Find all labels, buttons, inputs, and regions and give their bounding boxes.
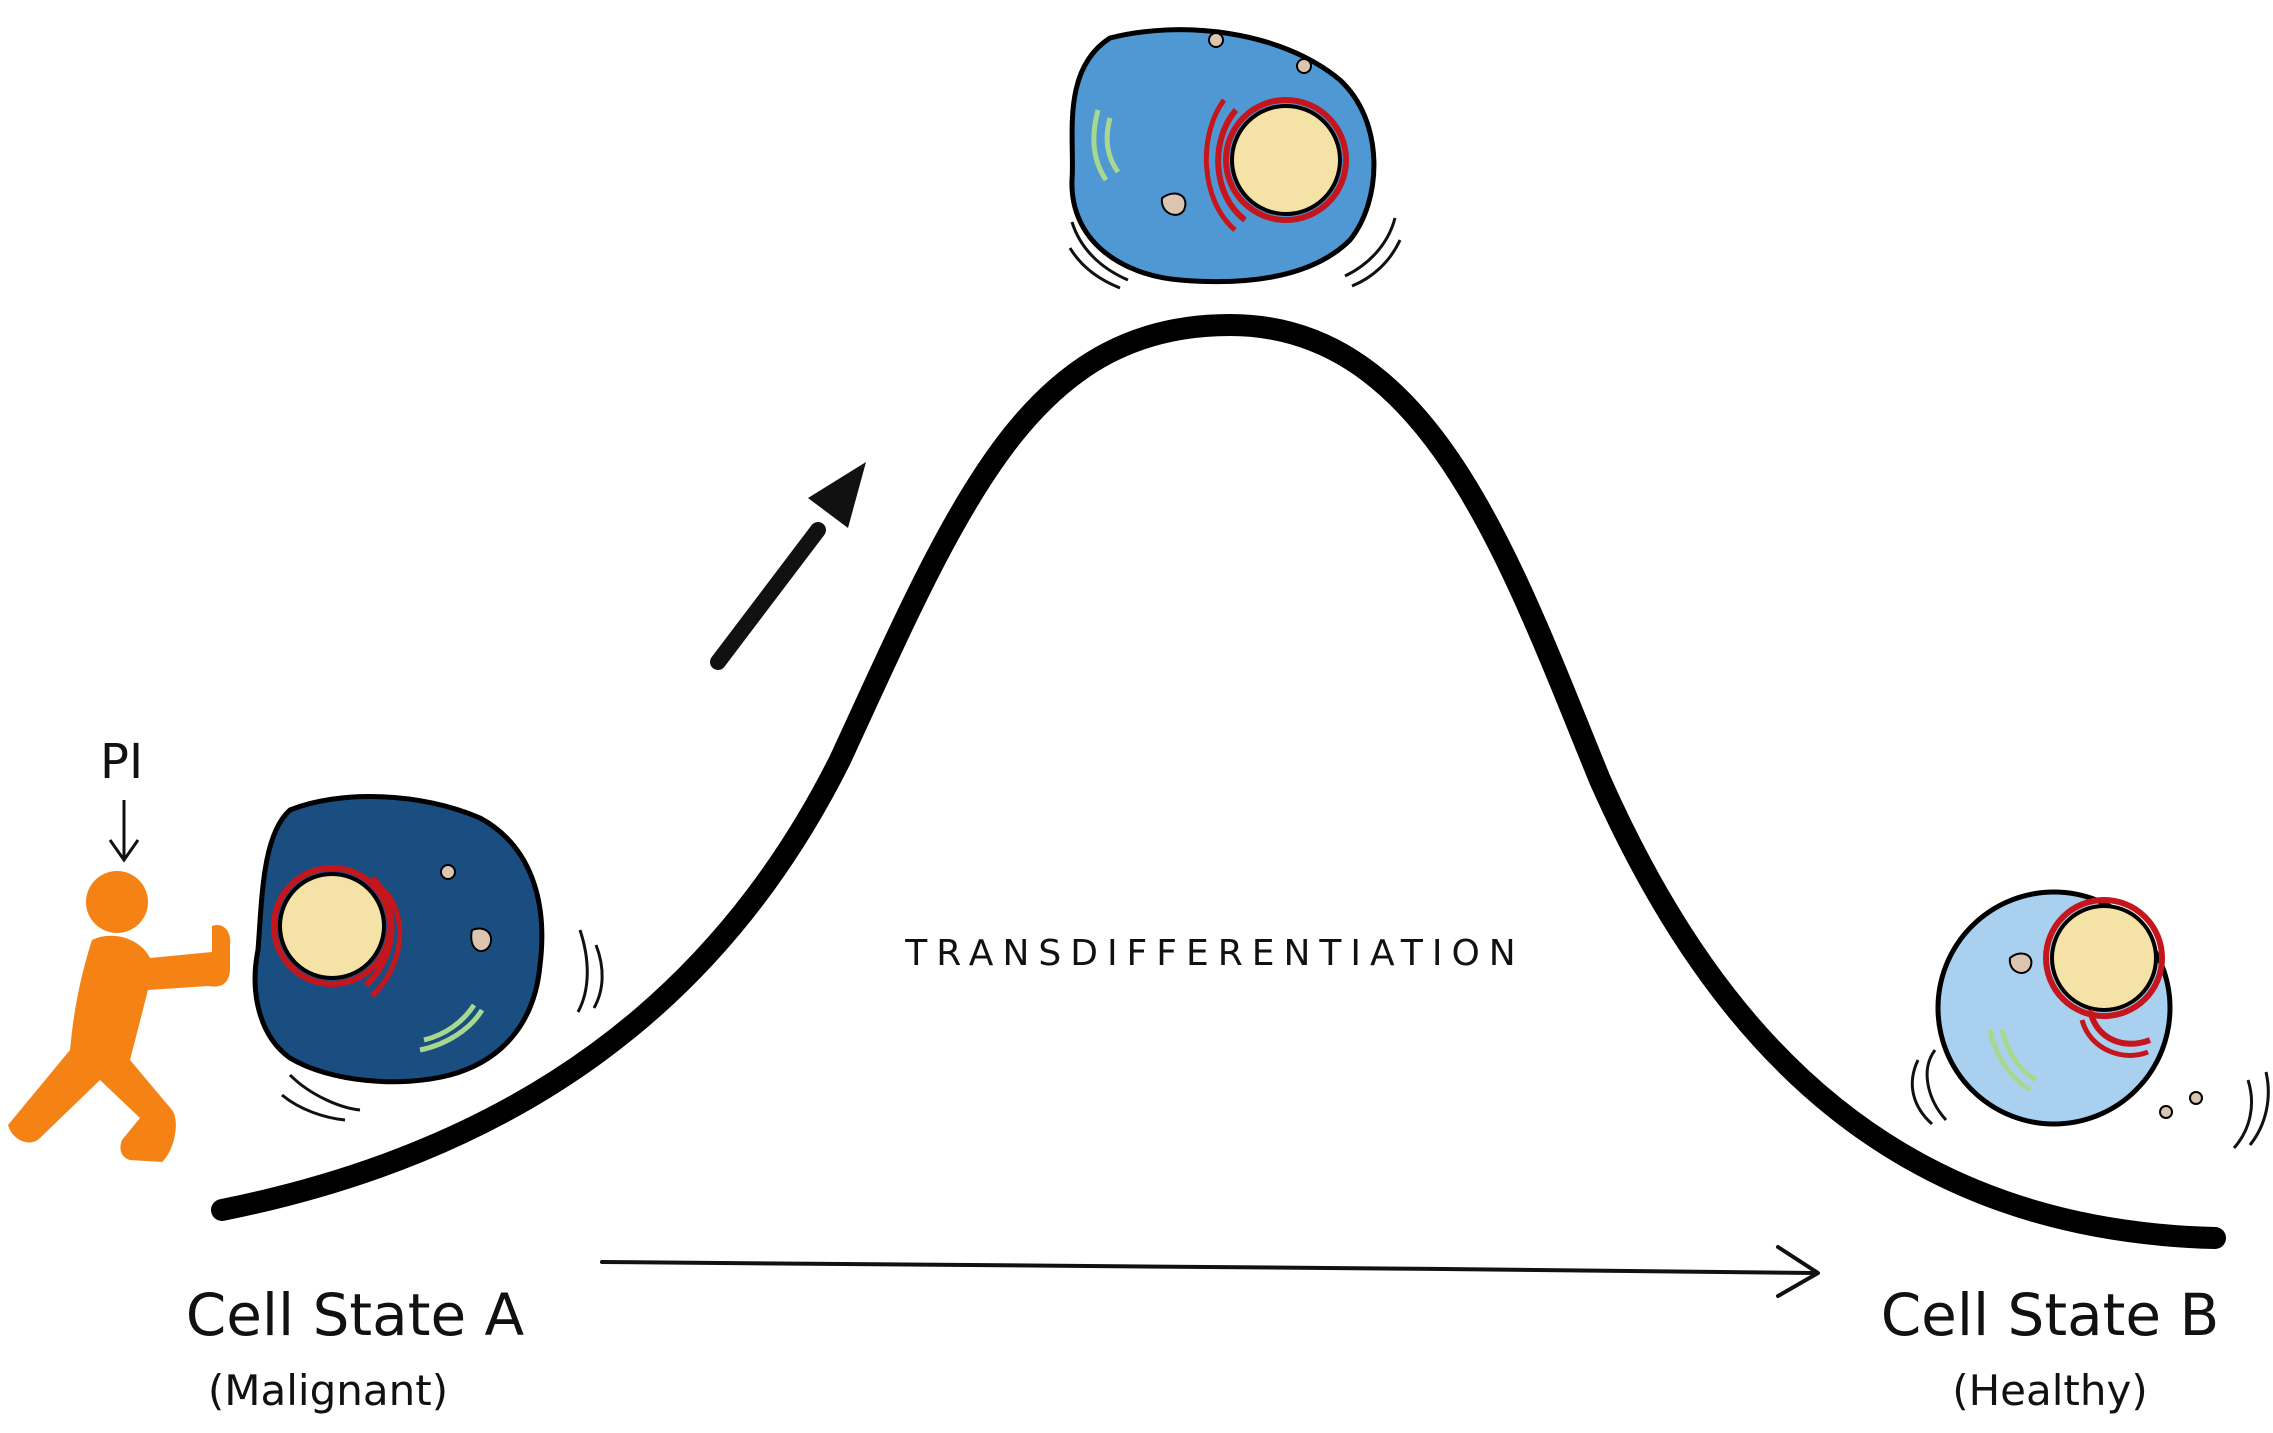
transition-cell <box>1069 27 1377 285</box>
pi-arrow <box>108 800 140 863</box>
state-a-title: Cell State A <box>186 1281 525 1349</box>
motion-lines-transition <box>1068 217 1402 290</box>
energy-barrier-curve <box>211 313 2226 1249</box>
state-b-subtitle: (Healthy) <box>1952 1366 2148 1415</box>
push-direction-arrow <box>710 462 866 670</box>
process-label: TRANSDIFFERENTIATION <box>904 933 1524 974</box>
pi-label: PI <box>100 734 143 790</box>
state-b-title: Cell State B <box>1881 1281 2220 1349</box>
motion-lines-malignant <box>281 929 604 1122</box>
healthy-cell <box>1935 889 2203 1127</box>
motion-lines-healthy <box>1910 1049 2270 1149</box>
state-a-subtitle: (Malignant) <box>208 1366 448 1415</box>
malignant-cell <box>252 794 545 1085</box>
transition-arrow <box>600 1245 1820 1298</box>
person-pushing-icon <box>8 871 231 1162</box>
